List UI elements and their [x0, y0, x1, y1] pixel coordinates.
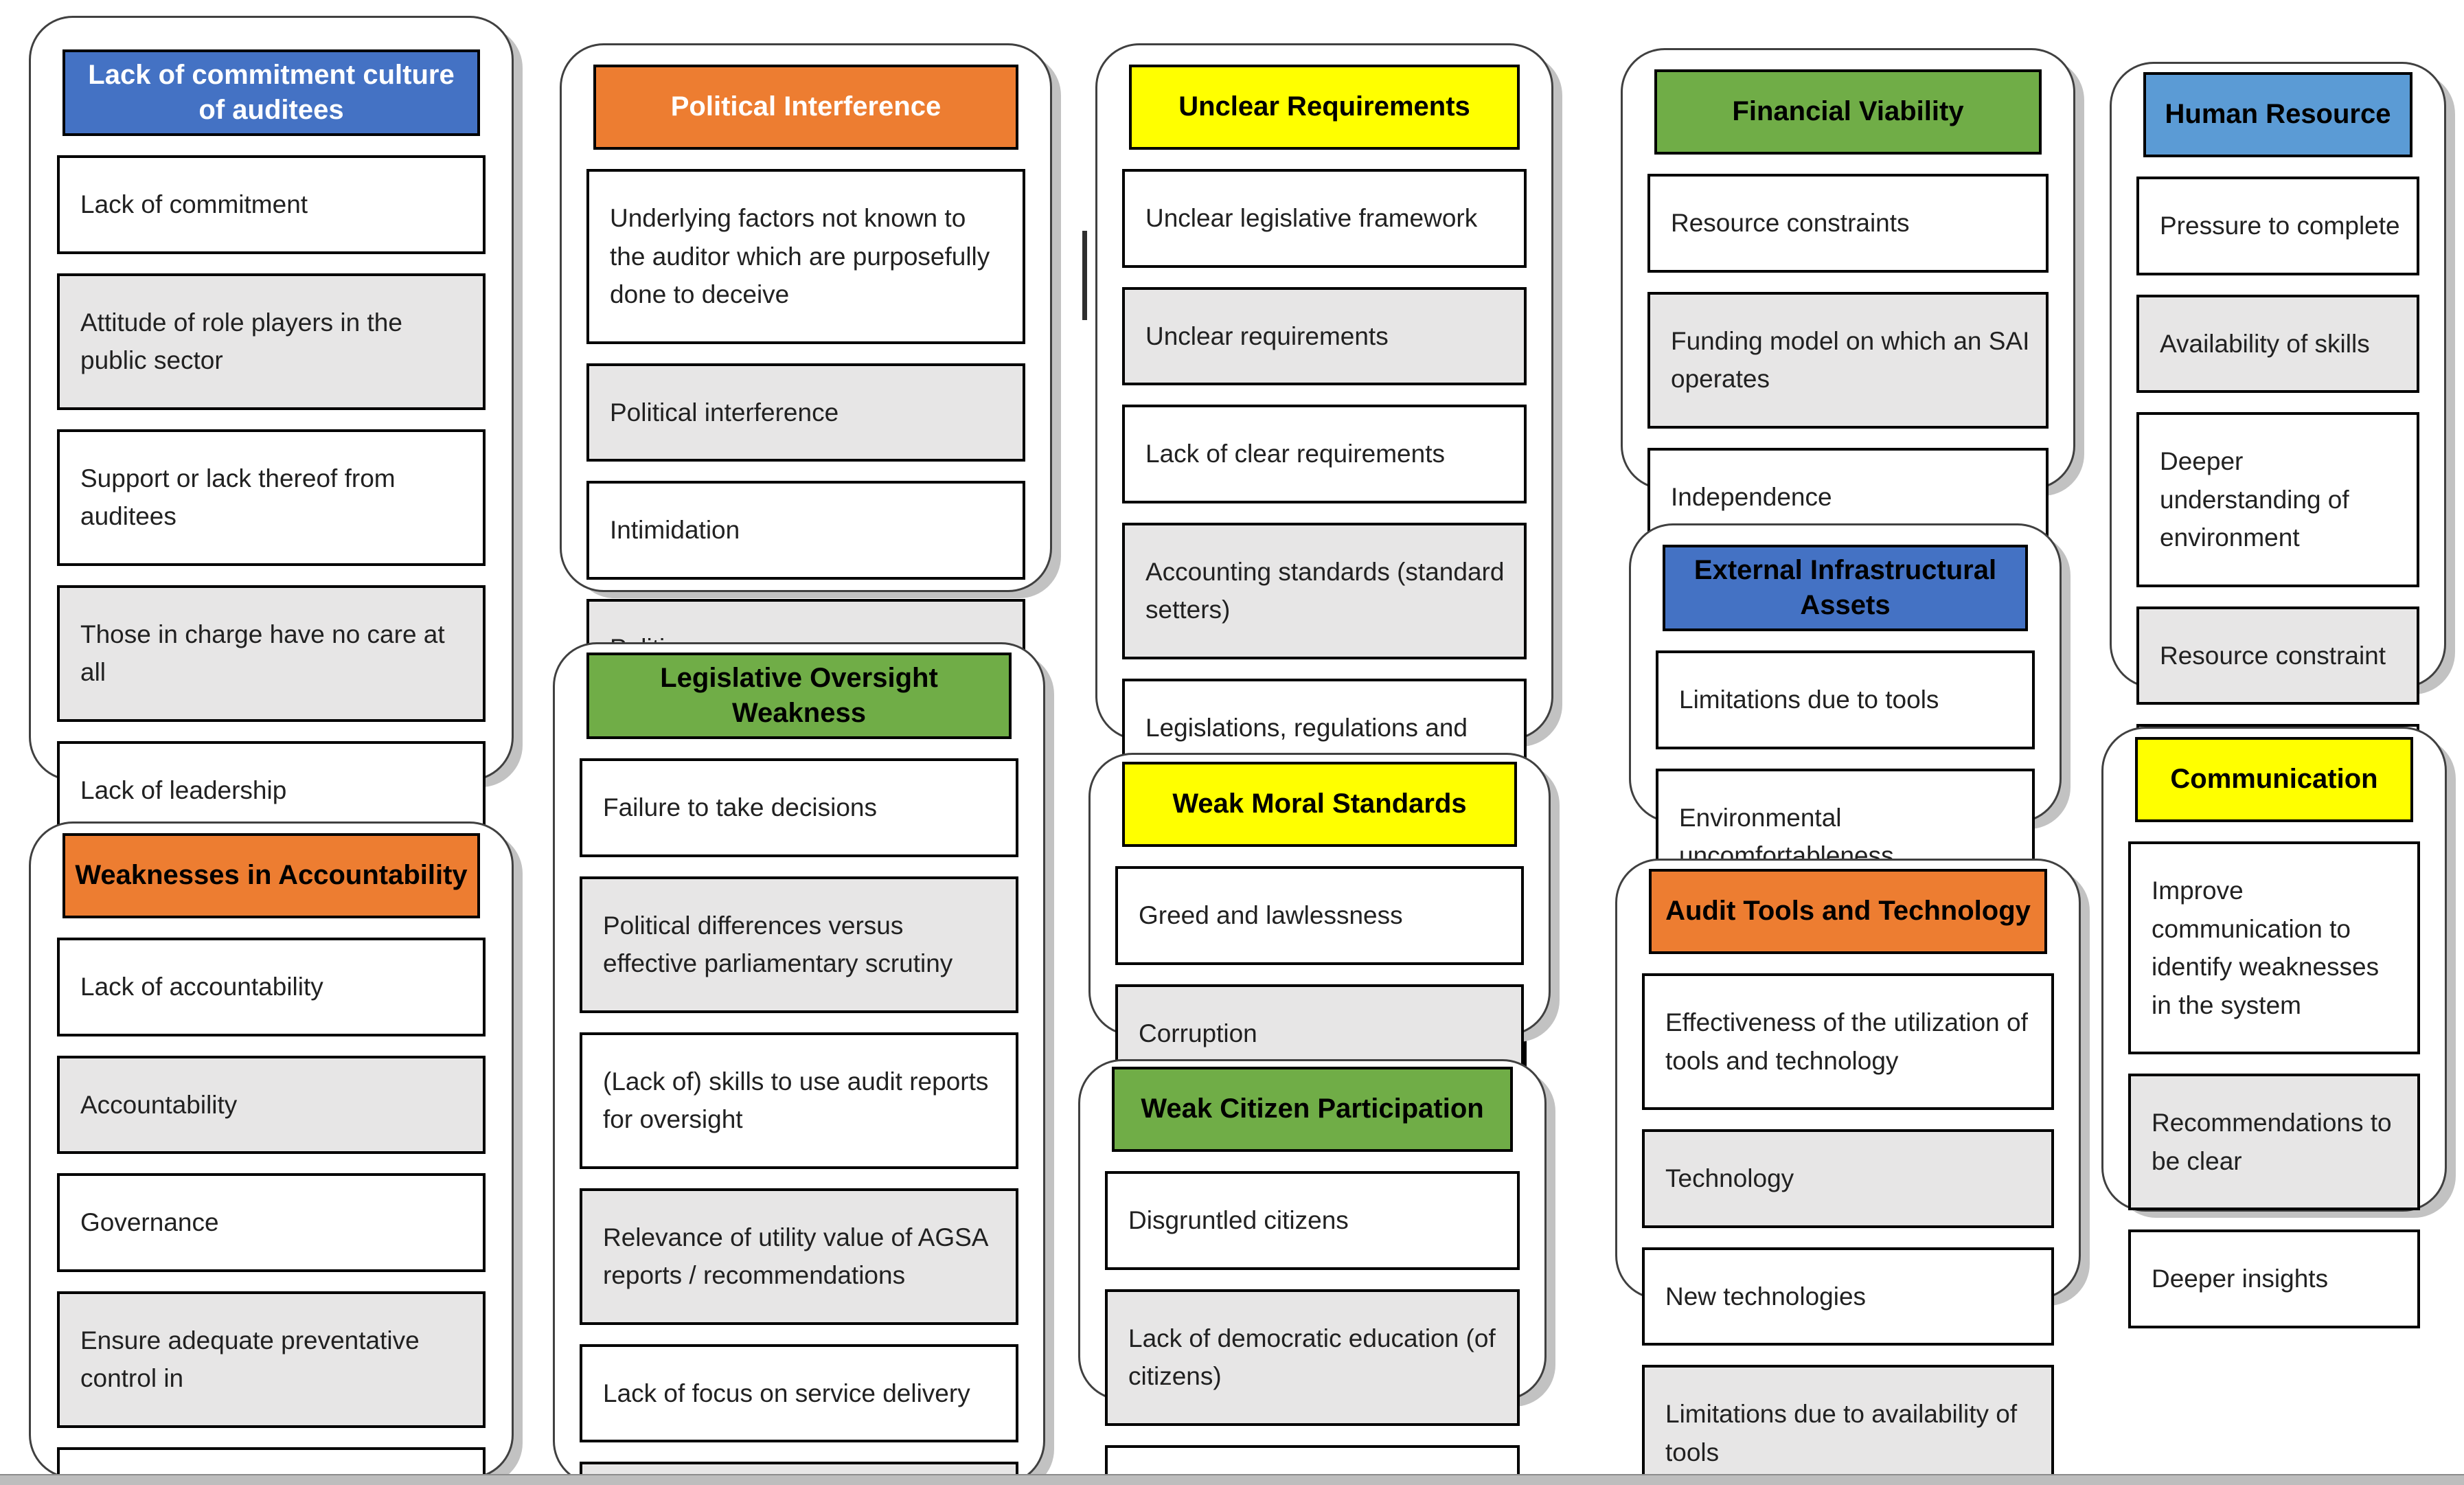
- list-item: Lack of clear requirements: [1122, 405, 1527, 503]
- list-item: Intimidation: [586, 481, 1025, 580]
- list-item: Funding model on which an SAI operates: [1647, 291, 2049, 429]
- list-item: Relevance of utility value of AGSA repor…: [580, 1188, 1018, 1325]
- group-unclear-requirements: Unclear Requirements Unclear legislative…: [1095, 43, 1553, 1089]
- list-item: Pressure to complete: [2136, 177, 2419, 275]
- list-item: Limitations due to tools: [1656, 650, 2035, 749]
- group-audit-tools-and-technology: Audit Tools and Technology Effectiveness…: [1615, 859, 2081, 1485]
- list-item: Effectiveness of the utilization of tool…: [1642, 973, 2054, 1110]
- list-item: Accounting standards (standard setters): [1122, 522, 1527, 659]
- list-item: (Lack of) skills to use audit reports fo…: [580, 1032, 1018, 1169]
- list-item: Limitations due to availability of tools: [1642, 1365, 2054, 1485]
- list-item: Governance: [57, 1173, 486, 1272]
- bottom-divider: [0, 1474, 2464, 1485]
- group-external-infrastructural-assets: External Infrastructural Assets Limitati…: [1629, 523, 2062, 1023]
- list-item: Support or lack thereof from auditees: [57, 429, 486, 566]
- group-item-list: Improve communication to identify weakne…: [2128, 822, 2420, 1328]
- group-header-audit-tools-and-technology: Audit Tools and Technology: [1649, 869, 2047, 954]
- list-item: Lack of accountability: [57, 938, 486, 1036]
- list-item: Lack of democratic education (of citizen…: [1105, 1289, 1520, 1426]
- group-header-communication: Communication: [2135, 737, 2413, 822]
- list-item: Political interference: [586, 363, 1025, 462]
- list-item: Lack of focus on service delivery: [580, 1344, 1018, 1443]
- group-item-list: Effectiveness of the utilization of tool…: [1642, 954, 2054, 1485]
- group-header-unclear-requirements: Unclear Requirements: [1129, 65, 1520, 150]
- group-header-external-infrastructural-assets: External Infrastructural Assets: [1663, 545, 2028, 632]
- list-item: Unclear requirements: [1122, 286, 1527, 385]
- group-header-weak-moral-standards: Weak Moral Standards: [1122, 762, 1517, 847]
- list-item: Improve communication to identify weakne…: [2128, 841, 2420, 1054]
- text-cursor-artifact: [1082, 231, 1087, 320]
- group-header-legislative-oversight-weakness: Legislative Oversight Weakness: [586, 653, 1012, 740]
- group-communication: Communication Improve communication to i…: [2101, 727, 2447, 1328]
- list-item: Disgruntled citizens: [1105, 1171, 1520, 1270]
- group-financial-viability: Financial Viability Resource constraints…: [1621, 48, 2075, 702]
- group-header-political-interference: Political Interference: [593, 65, 1018, 150]
- list-item: Availability of skills: [2136, 294, 2419, 393]
- list-item: Lack of commitment: [57, 155, 486, 254]
- group-lack-of-commitment-culture-of-auditees: Lack of commitment culture of auditees L…: [29, 16, 514, 1113]
- group-header-human-resource: Human Resource: [2143, 72, 2412, 157]
- group-header-weaknesses-in-accountability: Weaknesses in Accountability: [62, 833, 480, 918]
- list-item: Unclear legislative framework: [1122, 169, 1527, 268]
- list-item: Deeper insights: [2128, 1229, 2420, 1328]
- list-item: Deeper understanding of environment: [2136, 412, 2419, 587]
- group-header-lack-of-commitment-culture-of-auditees: Lack of commitment culture of auditees: [62, 49, 480, 137]
- group-weak-citizen-participation: Weak Citizen Participation Disgruntled c…: [1078, 1059, 1547, 1485]
- group-weak-moral-standards: Weak Moral Standards Greed and lawlessne…: [1088, 753, 1551, 1201]
- list-item: Resource constraint: [2136, 606, 2419, 705]
- list-item: Resource constraints: [1647, 174, 2049, 273]
- group-weaknesses-in-accountability: Weaknesses in Accountability Lack of acc…: [29, 821, 514, 1485]
- list-item: Those in charge have no care at all: [57, 585, 486, 722]
- list-item: Attitude of role players in the public s…: [57, 273, 486, 410]
- list-item: Technology: [1642, 1129, 2054, 1228]
- group-political-interference: Political Interference Underlying factor…: [560, 43, 1052, 815]
- group-header-financial-viability: Financial Viability: [1654, 69, 2042, 155]
- group-legislative-oversight-weakness: Legislative Oversight Weakness Failure t…: [553, 642, 1045, 1485]
- list-item: Ensure adequate preventative control in: [57, 1291, 486, 1428]
- list-item: Accountability: [57, 1055, 486, 1154]
- list-item: Political differences versus effective p…: [580, 876, 1018, 1013]
- list-item: New technologies: [1642, 1247, 2054, 1346]
- group-header-weak-citizen-participation: Weak Citizen Participation: [1112, 1067, 1513, 1152]
- list-item: Underlying factors not known to the audi…: [586, 169, 1025, 344]
- list-item: Recommendations to be clear: [2128, 1074, 2420, 1210]
- list-item: Failure to take decisions: [580, 758, 1018, 857]
- list-item: Greed and lawlessness: [1115, 866, 1524, 965]
